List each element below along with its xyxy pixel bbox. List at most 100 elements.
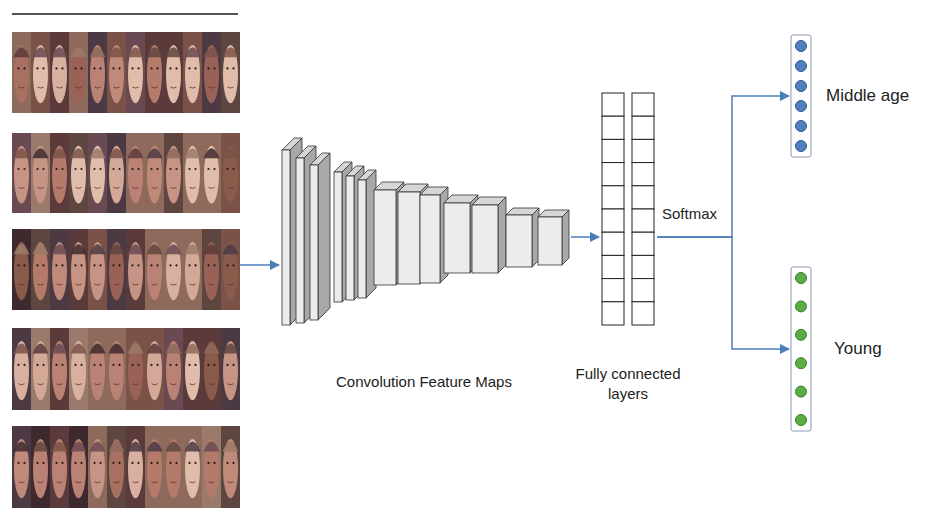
output-column (790, 266, 812, 432)
face-thumbnail (221, 426, 240, 508)
conv-layer (538, 210, 569, 265)
face-thumbnail (164, 426, 183, 508)
face-thumbnail (126, 229, 145, 310)
face-thumbnail (31, 426, 50, 508)
face-thumbnail (145, 328, 164, 410)
class-label: Young (834, 338, 886, 361)
face-thumbnail (107, 328, 126, 410)
fc-unit (602, 116, 624, 139)
fc-unit (602, 186, 624, 209)
face-thumbnail (69, 229, 88, 310)
fc-unit (632, 255, 654, 278)
face-thumbnail (183, 328, 202, 410)
softmax-label: Softmax (662, 204, 717, 224)
fc-unit (632, 302, 654, 325)
fc-unit (632, 139, 654, 162)
face-thumbnail (126, 328, 145, 410)
fully-connected-layers: Fully connected layers (600, 92, 656, 405)
fc-unit (602, 302, 624, 325)
fc-unit (632, 209, 654, 232)
face-thumbnail (50, 426, 69, 508)
face-thumbnail (12, 32, 31, 113)
face-thumbnail (202, 229, 221, 310)
face-thumbnail (50, 32, 69, 113)
output-unit (796, 415, 807, 426)
output-young: Young (790, 266, 886, 432)
face-thumbnail (50, 229, 69, 310)
face-thumbnail (107, 32, 126, 113)
connector-arrow (571, 236, 599, 238)
face-thumbnail (164, 229, 183, 310)
fc-unit (602, 255, 624, 278)
face-thumbnail (202, 328, 221, 410)
face-thumbnail (88, 32, 107, 113)
fc-unit (602, 163, 624, 186)
face-thumbnail (202, 32, 221, 113)
face-thumbnail (221, 133, 240, 213)
face-thumbnail (69, 32, 88, 113)
face-thumbnail (183, 229, 202, 310)
face-thumbnail (145, 133, 164, 213)
face-thumbnail (69, 328, 88, 410)
conv-layer-stack (278, 120, 570, 370)
face-thumbnail (145, 229, 164, 310)
face-thumbnail (221, 328, 240, 410)
face-thumbnail (12, 328, 31, 410)
fc-unit (632, 93, 654, 116)
face-thumbnail (107, 426, 126, 508)
connector-arrow (657, 237, 789, 349)
output-unit (796, 101, 807, 112)
output-unit (796, 301, 807, 312)
face-thumbnail (88, 426, 107, 508)
face-thumbnail (12, 426, 31, 508)
face-thumbnail (164, 328, 183, 410)
face-thumbnail (202, 426, 221, 508)
fc-columns (600, 92, 656, 326)
fc-unit (602, 279, 624, 302)
face-thumbnail (50, 133, 69, 213)
face-thumbnail (50, 328, 69, 410)
face-thumbnail (12, 133, 31, 213)
output-unit (796, 358, 807, 369)
face-thumbnail (183, 426, 202, 508)
face-thumbnail (202, 133, 221, 213)
layer-caption: Convolution Feature Maps (336, 372, 512, 392)
conv-layer (472, 197, 506, 273)
face-thumbnail (31, 229, 50, 310)
conv-feature-maps: Convolution Feature Maps (278, 120, 570, 392)
face-thumbnail (69, 133, 88, 213)
fc-unit (602, 93, 624, 116)
fc-unit (602, 232, 624, 255)
face-thumbnail (126, 133, 145, 213)
face-thumbnail (183, 32, 202, 113)
face-thumbnail (88, 229, 107, 310)
layer-caption: Fully connected layers (563, 364, 693, 405)
output-unit (796, 273, 807, 284)
output-unit (796, 61, 807, 72)
fc-unit (632, 163, 654, 186)
face-thumbnail (31, 328, 50, 410)
face-thumbnail (145, 32, 164, 113)
output-unit (796, 121, 807, 132)
face-thumbnail (107, 133, 126, 213)
face-thumbnail (12, 229, 31, 310)
face-thumbnail (107, 229, 126, 310)
fc-unit (632, 279, 654, 302)
face-thumbnail (145, 426, 164, 508)
output-unit (796, 386, 807, 397)
face-thumbnail (31, 133, 50, 213)
face-thumbnail (126, 426, 145, 508)
face-thumbnail (69, 426, 88, 508)
fc-unit (602, 139, 624, 162)
face-thumbnail (221, 229, 240, 310)
conv-layer (310, 153, 330, 320)
fc-unit (632, 232, 654, 255)
output-unit (796, 141, 807, 152)
face-thumbnail (164, 32, 183, 113)
conv-layer (506, 208, 539, 267)
output-column (790, 34, 812, 158)
face-thumbnail (88, 133, 107, 213)
output-unit (796, 81, 807, 92)
